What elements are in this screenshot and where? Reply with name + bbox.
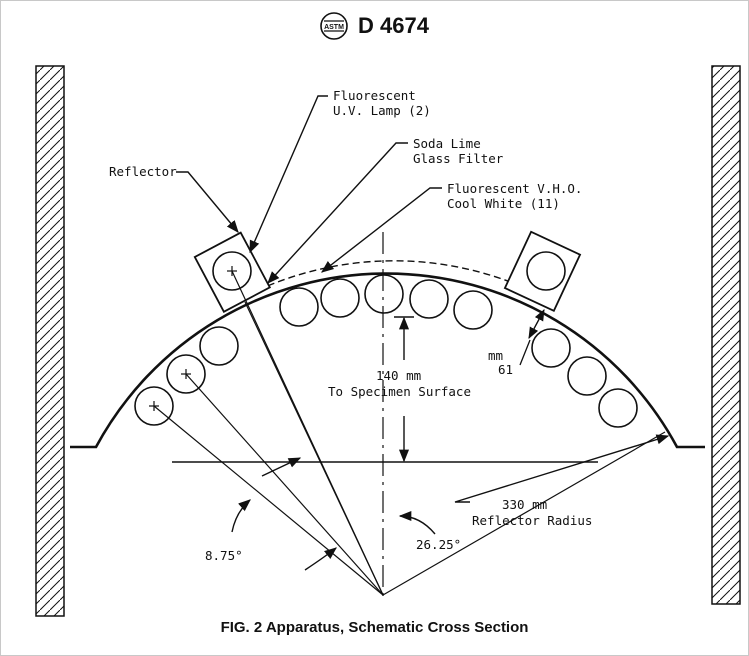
reflector-label: Reflector	[109, 164, 177, 179]
radius-lines	[153, 270, 666, 596]
document-number: D 4674	[358, 13, 429, 38]
uv-lamp-label-2: U.V. Lamp (2)	[333, 103, 431, 118]
uv-lamp-right	[503, 230, 582, 313]
vho-leader	[321, 187, 442, 273]
reflector-leader	[176, 171, 239, 233]
distance-dimension	[394, 316, 414, 463]
cool-white-lamps	[134, 274, 638, 428]
label-glass-filter: Soda Lime Glass Filter	[413, 136, 504, 166]
uv-lamp-label-1: Fluorescent	[333, 88, 416, 103]
radius-value-label: 330 mm	[502, 497, 547, 512]
reflector-arc	[70, 272, 705, 449]
distance-desc-label: To Specimen Surface	[328, 384, 471, 399]
gap-unit-label: mm	[488, 348, 503, 363]
radius-leader	[454, 434, 670, 503]
lamp	[320, 278, 360, 318]
angle-small-label: 8.75°	[205, 548, 243, 563]
lamp	[453, 290, 493, 330]
page-header: ASTM D 4674	[0, 8, 749, 44]
astm-logo: ASTM	[320, 12, 348, 40]
left-wall	[35, 65, 65, 617]
lamp	[567, 356, 607, 396]
glass-label-2: Glass Filter	[413, 151, 504, 166]
angle-large-leader	[398, 510, 436, 535]
radius-desc-label: Reflector Radius	[472, 513, 592, 528]
angle-large-label: 26.25°	[416, 537, 461, 552]
angle-arc-left	[304, 547, 337, 571]
uv-lamp-leader	[249, 95, 328, 254]
gap-value-label: 61	[498, 362, 513, 377]
angle-small-arrow	[261, 457, 302, 477]
vho-label-2: Cool White (11)	[447, 196, 560, 211]
lamp	[598, 388, 638, 428]
glass-leader	[267, 142, 408, 284]
lamp	[531, 328, 571, 368]
label-vho: Fluorescent V.H.O. Cool White (11)	[447, 181, 582, 211]
glass-label-1: Soda Lime	[413, 136, 481, 151]
astm-logo-text: ASTM	[324, 24, 344, 31]
lamp	[409, 279, 449, 319]
right-wall	[711, 65, 741, 605]
gap-dimension	[519, 308, 545, 366]
distance-value-label: 140 mm	[376, 368, 421, 383]
angle-small-leader	[231, 499, 251, 533]
lamp	[199, 326, 239, 366]
vho-label-1: Fluorescent V.H.O.	[447, 181, 582, 196]
lamp	[364, 274, 404, 314]
figure-caption: FIG. 2 Apparatus, Schematic Cross Sectio…	[220, 619, 529, 636]
label-uv-lamp: Fluorescent U.V. Lamp (2)	[333, 88, 431, 118]
lamp	[279, 287, 319, 327]
